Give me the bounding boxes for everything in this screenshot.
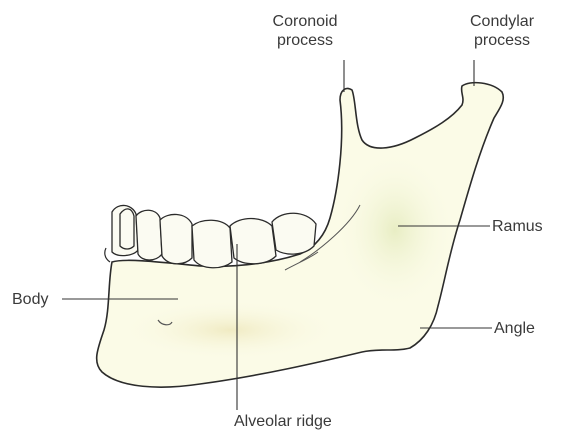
tooth — [120, 209, 134, 249]
angle-label: Angle — [494, 319, 535, 338]
tooth — [160, 214, 192, 263]
condylar-process-label: Condylar process — [455, 12, 549, 50]
alveolar-ridge-label: Alveolar ridge — [234, 412, 332, 431]
tooth — [272, 213, 316, 254]
body-label: Body — [12, 290, 48, 309]
ramus-label: Ramus — [492, 217, 543, 236]
coronoid-process-label: Coronoid process — [262, 12, 348, 50]
tooth — [136, 210, 162, 260]
tooth — [192, 220, 232, 268]
